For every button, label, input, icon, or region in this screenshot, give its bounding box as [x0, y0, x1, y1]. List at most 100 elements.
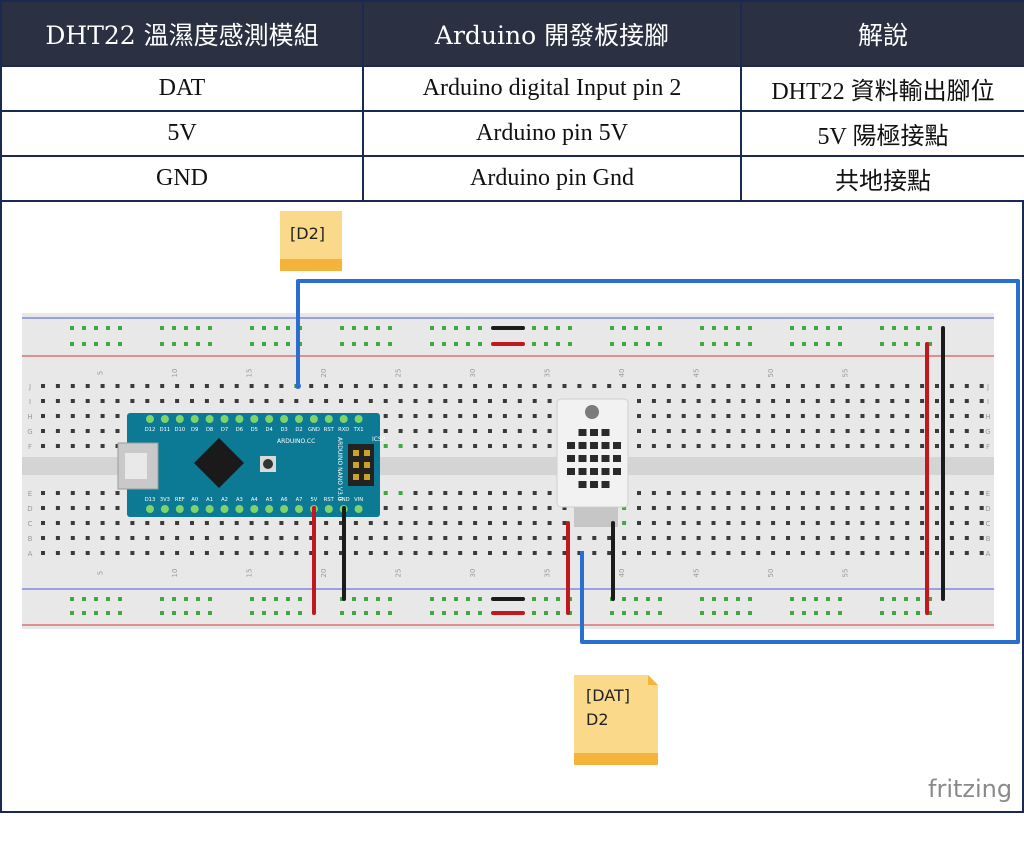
breadboard-hole	[860, 506, 865, 510]
breadboard-hole	[115, 414, 120, 418]
rail-hole	[274, 597, 278, 601]
breadboard-hole	[771, 384, 776, 388]
pin-label: TX1	[353, 427, 364, 433]
rail-hole	[478, 342, 482, 346]
breadboard-hole	[696, 551, 701, 555]
breadboard-hole	[488, 399, 492, 403]
breadboard-hole	[309, 384, 314, 388]
breadboard-hole	[681, 536, 686, 540]
rail-hole	[556, 342, 560, 346]
breadboard-hole	[219, 399, 224, 403]
breadboard-hole	[85, 444, 90, 448]
breadboard-hole	[905, 444, 910, 448]
table-row: GND Arduino pin Gnd 共地接點	[0, 155, 1024, 202]
grille-slot	[578, 442, 587, 449]
breadboard-hole	[771, 521, 776, 525]
pin-label: D9	[191, 427, 198, 433]
breadboard-hole	[41, 399, 45, 403]
breadboard-hole	[130, 536, 135, 540]
breadboard-hole	[190, 384, 194, 388]
breadboard-hole	[726, 521, 731, 525]
breadboard-hole	[651, 384, 656, 388]
breadboard-hole	[502, 491, 507, 495]
breadboard-hole	[800, 399, 805, 403]
breadboard-hole	[279, 536, 284, 540]
breadboard-hole	[964, 491, 969, 495]
breadboard-hole	[413, 399, 418, 403]
breadboard-hole	[264, 521, 269, 525]
arduino-pin	[235, 505, 244, 513]
breadboard-hole	[353, 399, 358, 403]
breadboard-hole	[875, 506, 880, 510]
rail-hole	[814, 326, 818, 330]
cell-sensor-pin: 5V	[0, 110, 364, 157]
rail-hole	[712, 326, 716, 330]
breadboard-hole	[398, 491, 403, 495]
breadboard-hole	[592, 536, 597, 540]
breadboard-hole	[249, 551, 254, 555]
arduino-pin	[339, 415, 348, 423]
breadboard-hole	[666, 521, 671, 525]
breadboard-hole	[964, 444, 969, 448]
grille-slot	[601, 455, 610, 462]
breadboard-hole	[949, 506, 954, 510]
rail-hole	[208, 597, 212, 601]
breadboard-hole	[756, 536, 761, 540]
breadboard-hole	[726, 551, 731, 555]
breadboard-hole	[532, 551, 537, 555]
icsp-pin	[353, 462, 359, 468]
rail-hole	[172, 597, 176, 601]
breadboard-hole	[875, 444, 880, 448]
breadboard-hole	[592, 384, 597, 388]
rail-hole	[904, 597, 908, 601]
breadboard-hole	[219, 536, 224, 540]
breadboard-hole	[771, 429, 776, 433]
rail-hole	[826, 597, 830, 601]
row-letter: E	[28, 490, 32, 498]
breadboard-hole	[711, 536, 716, 540]
breadboard-hole	[756, 399, 761, 403]
breadboard-hole	[41, 506, 45, 510]
rail-hole	[814, 597, 818, 601]
breadboard-hole	[443, 414, 448, 418]
breadboard-hole	[249, 521, 254, 525]
breadboard-hole	[651, 536, 656, 540]
breadboard-hole	[800, 491, 805, 495]
breadboard-hole	[726, 506, 731, 510]
table-row: 5V Arduino pin 5V 5V 陽極接點	[0, 110, 1024, 157]
pin-label: RXD	[338, 427, 349, 433]
breadboard-hole	[145, 384, 150, 388]
rail-hole	[262, 342, 266, 346]
rail-hole	[532, 326, 536, 330]
note-dat-fold	[648, 675, 658, 685]
breadboard-hole	[786, 444, 790, 448]
pin-label: D4	[266, 427, 274, 433]
breadboard-hole	[920, 414, 925, 418]
breadboard-hole	[756, 506, 761, 510]
breadboard-hole	[473, 429, 478, 433]
breadboard-hole	[562, 506, 567, 510]
rail-hole	[364, 597, 368, 601]
breadboard-hole	[547, 414, 552, 418]
breadboard-hole	[622, 551, 627, 555]
fritzing-watermark: fritzing	[928, 775, 1012, 803]
breadboard-hole	[741, 491, 746, 495]
breadboard-hole	[651, 429, 656, 433]
arduino-pin	[265, 415, 274, 423]
pin-label: 3V3	[160, 497, 170, 503]
breadboard-hole	[890, 399, 895, 403]
breadboard-hole	[383, 551, 388, 555]
breadboard-hole	[875, 414, 880, 418]
breadboard-hole	[964, 414, 969, 418]
rail-hole	[340, 611, 344, 615]
column-number: 5	[97, 371, 105, 375]
rail-hole	[196, 611, 200, 615]
breadboard-hole	[741, 444, 746, 448]
pin-label: GND	[338, 497, 350, 503]
rail-hole	[70, 597, 74, 601]
rail-hole	[892, 326, 896, 330]
breadboard-svg: 5510101515202025253030353540404545505055…	[22, 211, 1020, 803]
breadboard-hole	[309, 521, 314, 525]
breadboard-hole	[160, 536, 165, 540]
